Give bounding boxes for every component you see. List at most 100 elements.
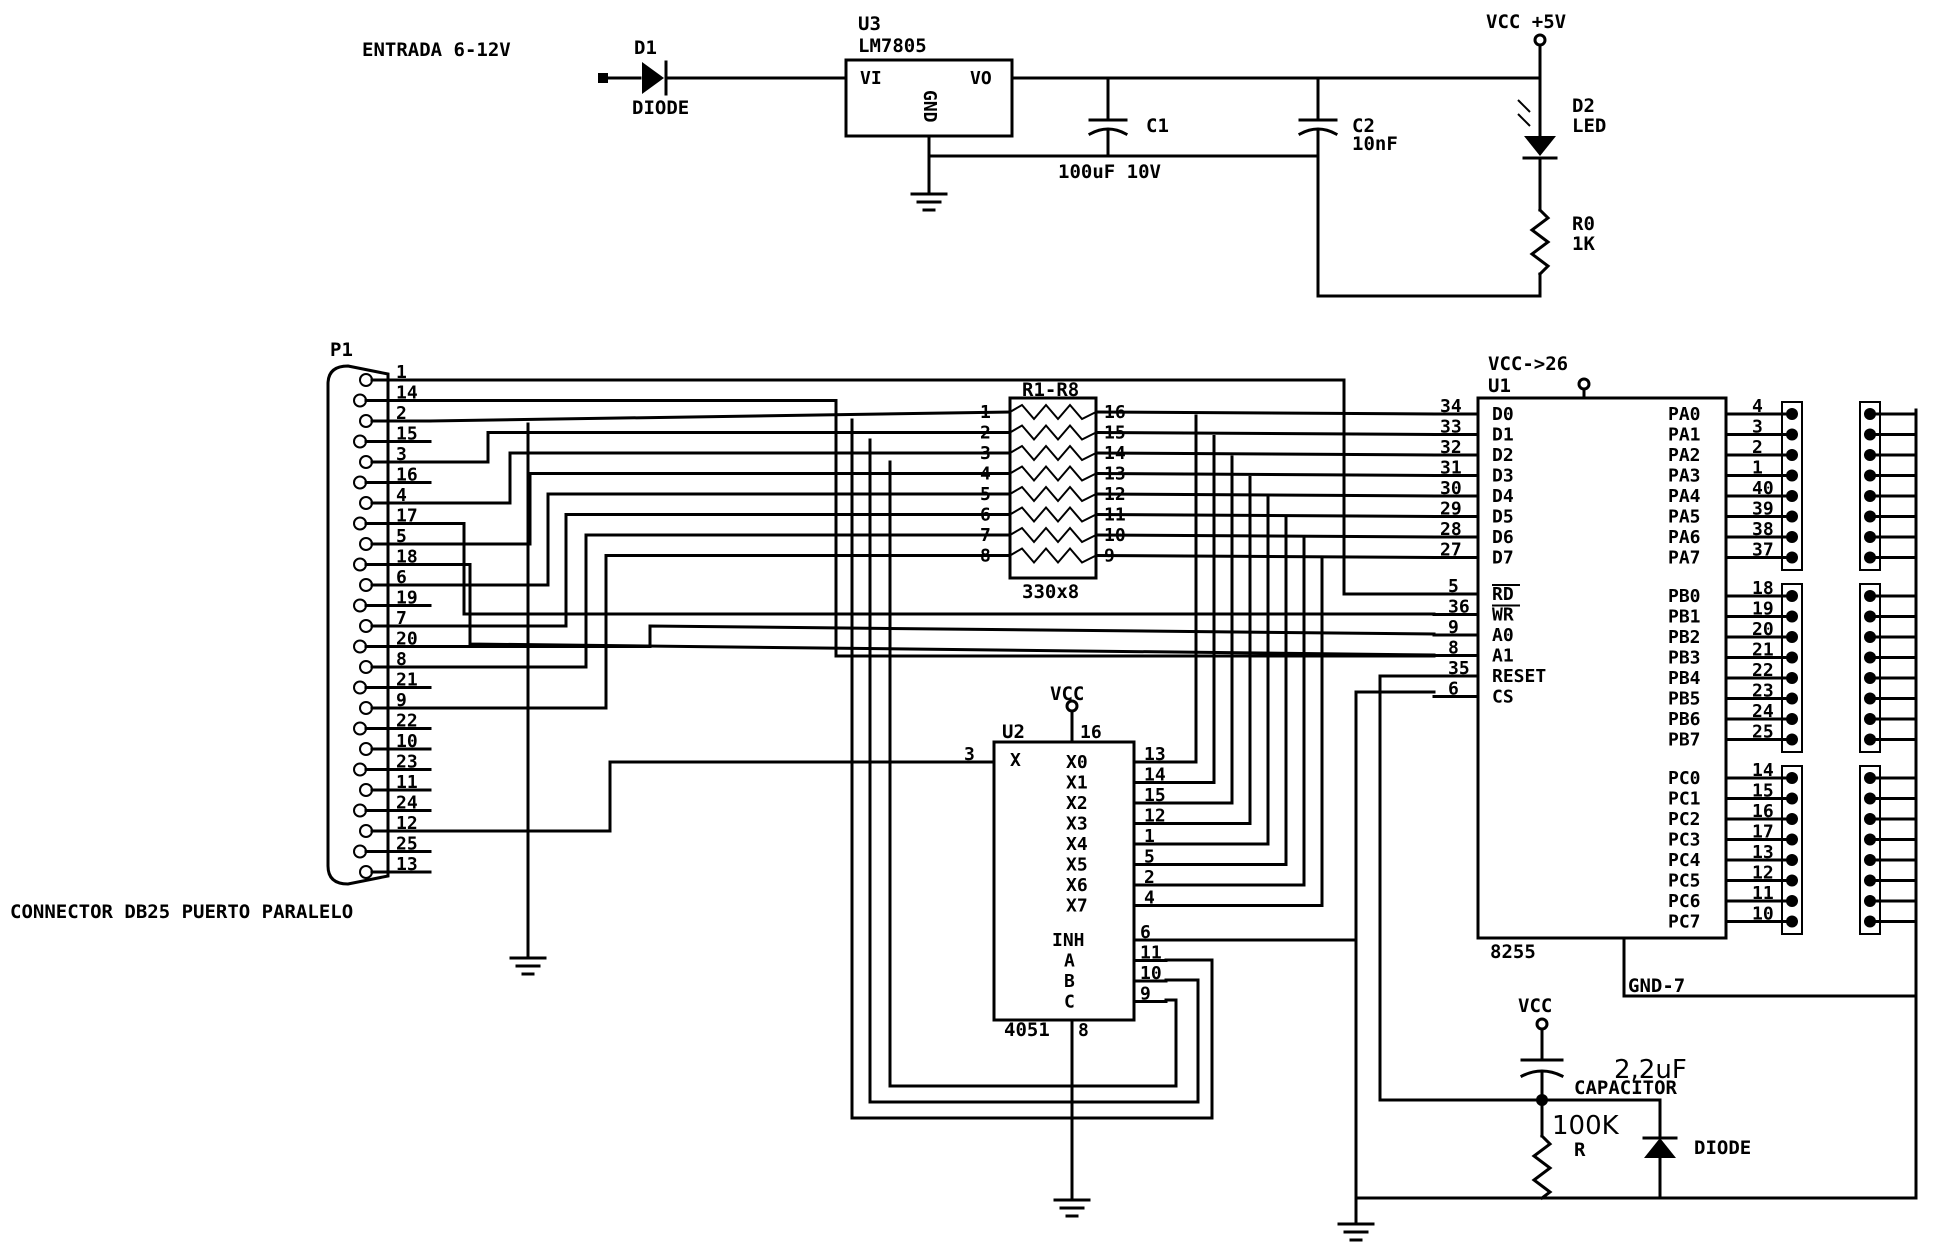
u1-pins: D034D133D232D331D430D529D628D727RD5WR36A…: [1432, 396, 1792, 933]
u1-port-pin: 37: [1752, 540, 1774, 561]
u1-port-pin: 13: [1752, 842, 1774, 863]
p1-pin-number: 8: [396, 649, 407, 670]
p1-pin-number: 18: [396, 547, 418, 568]
u1-port-pin: 14: [1752, 760, 1774, 781]
u1-ctl-name: A1: [1492, 646, 1514, 667]
p1-pin-number: 12: [396, 813, 418, 834]
header-pin: [1786, 672, 1798, 684]
header-pin: [1864, 915, 1876, 928]
p1-pin-number: 4: [396, 485, 407, 506]
u1-ctl-name: A0: [1492, 625, 1514, 646]
u1-port-name: PC6: [1668, 891, 1701, 912]
c2-ref: C2: [1352, 115, 1375, 137]
header-pin: [1864, 428, 1876, 441]
p1-pin-number: 21: [396, 670, 418, 691]
ground-icon: [910, 192, 948, 212]
u1-data-pin: 32: [1440, 437, 1462, 458]
u1-data-pin: 27: [1440, 540, 1462, 561]
u1-port-name: PC0: [1668, 768, 1701, 789]
u1-port-name: PC2: [1668, 809, 1701, 830]
u2-x-name: X5: [1066, 855, 1088, 876]
u2-x-pin: 2: [1144, 867, 1155, 888]
u1-ctl-pin: 8: [1448, 638, 1459, 659]
u2-x-label: X: [1010, 750, 1021, 771]
u2-x-name: X2: [1066, 793, 1088, 814]
u2-ctl-pin: 6: [1140, 922, 1151, 943]
u1-port-name: PB6: [1668, 709, 1701, 730]
p1-pin-number: 15: [396, 424, 418, 445]
u1-port-pin: 38: [1752, 519, 1774, 540]
header-pin: [1864, 610, 1876, 623]
u1-port-name: PC4: [1668, 850, 1701, 871]
rn-resistor: [1009, 505, 1097, 524]
u1-ctl-pin: 5: [1448, 576, 1459, 597]
u1-port-name: PC3: [1668, 830, 1701, 851]
header-body: [1859, 765, 1881, 935]
p1-pin-number: 2: [396, 403, 407, 424]
p1-pin-hole: [353, 557, 367, 572]
header-pin: [1786, 813, 1798, 825]
u1-port-pin: 21: [1752, 640, 1774, 661]
d2-ref: D2: [1572, 95, 1595, 117]
u2-ctl-name: A: [1064, 951, 1075, 972]
rn-resistor: [1009, 546, 1097, 565]
u3-vi-label: VI: [860, 68, 882, 89]
p1-pin-hole: [353, 844, 367, 859]
rn-resistor: [1009, 485, 1097, 503]
c1-ref: C1: [1146, 115, 1169, 137]
u1-data-name: D5: [1492, 507, 1514, 528]
p1-pin-number: 23: [396, 752, 418, 773]
header-pin: [1864, 874, 1876, 887]
header-pin: [1786, 915, 1798, 928]
header-pin: [1786, 610, 1798, 623]
header-body: [1781, 765, 1803, 935]
p1-pin-number: 11: [396, 772, 418, 793]
u1-port-pin: 22: [1752, 660, 1774, 681]
header-pin: [1786, 428, 1798, 441]
p1-pin-number: 7: [396, 608, 407, 629]
u3-gnd-label: GND: [919, 90, 940, 123]
reset-res-label: R: [1574, 1139, 1586, 1161]
p1-pin-hole: [359, 578, 373, 592]
u1-port-pin: 20: [1752, 619, 1774, 640]
u1-port-name: PB0: [1668, 586, 1701, 607]
power-supply: ENTRADA 6-12V D1 DIODE U3 LM7805 VI VO G…: [362, 11, 1606, 298]
p1-pin-hole: [359, 373, 373, 387]
u2-vcc-label: VCC: [1050, 683, 1084, 705]
header-pin: [1864, 713, 1876, 725]
p1-pin-hole: [353, 516, 367, 531]
u1-vcc-label: VCC->26: [1488, 353, 1568, 375]
r0-resistor-symbol: [1529, 207, 1551, 277]
u1-ctl-pin: 36: [1448, 597, 1470, 618]
reset-cap-label: CAPACITOR: [1574, 1077, 1678, 1099]
c1-value: 100uF 10V: [1058, 161, 1161, 183]
p1-pin-number: 17: [396, 506, 418, 527]
p1-pin-hole: [359, 537, 373, 551]
ground-icon: [1053, 1198, 1091, 1218]
reset-res-value: 100K: [1552, 1111, 1620, 1141]
u1-port-name: PA1: [1668, 425, 1701, 446]
u2-value: 4051: [1004, 1019, 1050, 1041]
header-pin: [1864, 408, 1876, 420]
u1-port-name: PC7: [1668, 912, 1701, 933]
header-pin: [1786, 590, 1798, 602]
header-pin: [1864, 792, 1876, 805]
p1-pin-hole: [359, 824, 373, 838]
ground-icon: [509, 956, 547, 976]
u2-x-name: X7: [1066, 896, 1088, 917]
u2-x-pin: 14: [1144, 765, 1166, 786]
header-pin: [1864, 733, 1876, 746]
u1-port-pin: 17: [1752, 822, 1774, 843]
u1-port-name: PA2: [1668, 445, 1701, 466]
u1-port-pin: 25: [1752, 722, 1774, 743]
p1-pin-hole: [353, 680, 367, 695]
u1-ppi-body: [1476, 396, 1728, 940]
u1-port-name: PA0: [1668, 404, 1701, 425]
u1-port-name: PB5: [1668, 689, 1701, 710]
u1-ctl-pin: 35: [1448, 658, 1470, 679]
u1-port-name: PB3: [1668, 648, 1701, 669]
header-body: [1859, 401, 1881, 571]
u1-port-name: PA4: [1668, 486, 1701, 507]
header-pin: [1786, 490, 1798, 502]
header-pin: [1864, 692, 1876, 705]
